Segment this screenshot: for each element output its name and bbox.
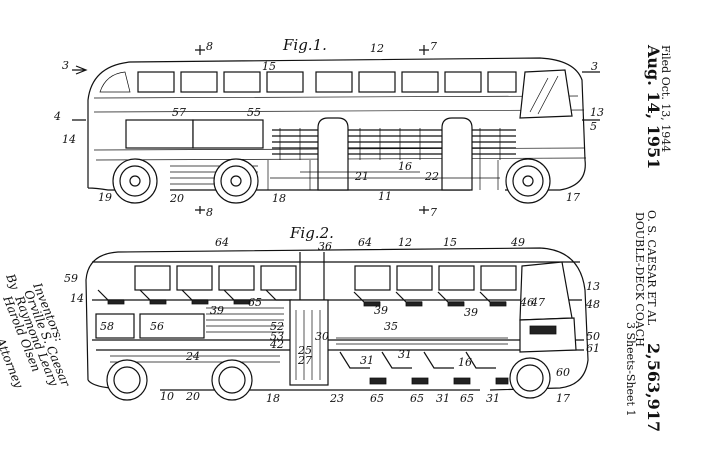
reference-numeral: 31	[436, 392, 450, 405]
fig1-panel-55	[192, 119, 264, 149]
fig1-door-21	[317, 117, 349, 191]
reference-numeral: 31	[486, 392, 500, 405]
fig2-wheels	[106, 357, 551, 401]
reference-numeral: 59	[64, 272, 78, 285]
patent-title: DOUBLE-DECK COACH	[633, 212, 646, 347]
reference-numeral: 30	[315, 330, 329, 343]
reference-numeral: 53	[270, 330, 284, 343]
reference-numeral: 13	[586, 280, 600, 293]
reference-numeral: 23	[329, 392, 344, 405]
reference-numeral: 16	[458, 356, 472, 369]
reference-numeral: 60	[556, 366, 570, 379]
fig1-door-22	[441, 117, 473, 191]
reference-numeral: 61	[586, 342, 600, 355]
reference-numeral: 64	[215, 236, 229, 249]
fig2-upper-windows	[134, 261, 573, 321]
signature-by: By	[3, 271, 22, 292]
reference-numeral: 31	[398, 348, 412, 361]
reference-numeral: 13	[590, 106, 604, 119]
reference-numeral: 25	[297, 344, 312, 357]
fig2-compartment-56	[139, 313, 205, 339]
reference-numeral: 21	[354, 170, 369, 183]
reference-numeral: 52	[270, 320, 284, 333]
inventor-signature: Inventors: Orville S. Caesar Raymond Lea…	[0, 271, 73, 390]
fig2-title: Fig.2.	[289, 224, 334, 242]
reference-numeral: 36	[318, 240, 332, 253]
fig2-lower-seats	[336, 337, 509, 385]
reference-numeral: 16	[398, 160, 412, 173]
reference-numeral: 12	[398, 236, 412, 249]
reference-numeral: 12	[370, 42, 384, 55]
reference-numeral: 39	[210, 304, 224, 317]
fig2-compartment-58	[95, 313, 135, 339]
reference-numeral: 5	[590, 120, 597, 133]
reference-numeral: 65	[410, 392, 424, 405]
reference-numeral: 7	[430, 206, 437, 219]
reference-numeral: 57	[172, 106, 186, 119]
reference-numeral: 20	[169, 192, 184, 205]
fig2-bus-section: Fig.2.	[64, 224, 600, 405]
patent-inventor: O. S. CAESAR ET AL	[645, 210, 658, 326]
patent-date: Aug. 14, 1951	[644, 44, 663, 169]
fig1-title: Fig.1.	[282, 36, 327, 54]
fig1-louvres	[272, 128, 516, 160]
reference-numeral: 35	[384, 320, 398, 333]
reference-numeral: 14	[62, 133, 76, 146]
reference-numeral: 8	[206, 206, 213, 219]
reference-numeral: 18	[266, 392, 280, 405]
reference-numeral: 18	[272, 192, 286, 205]
reference-numeral: 14	[70, 292, 84, 305]
patent-number: 2,563,917	[644, 343, 663, 432]
patent-sheets: 3 Sheets-Sheet 1	[624, 322, 637, 416]
reference-numeral: 3	[591, 60, 598, 73]
reference-numeral: 64	[358, 236, 372, 249]
reference-numeral: 20	[185, 390, 200, 403]
reference-numeral: 50	[586, 330, 600, 343]
reference-numeral: 46	[519, 296, 534, 309]
reference-numeral: 24	[185, 350, 200, 363]
fig1-bus-elevation: Fig.1.	[53, 36, 604, 219]
reference-numeral: 15	[443, 236, 457, 249]
fig2-upper-seats	[97, 289, 507, 307]
reference-numeral: 47	[530, 296, 545, 309]
reference-numeral: 17	[566, 191, 580, 204]
reference-numeral: 58	[100, 320, 114, 333]
fig1-upper-windows	[99, 69, 573, 119]
fig1-panel-57	[125, 119, 194, 149]
reference-numeral: 49	[510, 236, 525, 249]
reference-numeral: 65	[460, 392, 474, 405]
reference-numeral: 42	[269, 338, 284, 351]
fig1-wheels	[112, 158, 551, 204]
reference-numeral: 17	[556, 392, 570, 405]
fig2-body-outline	[85, 247, 589, 391]
reference-numeral: 10	[160, 390, 174, 403]
reference-numeral: 56	[150, 320, 164, 333]
reference-numeral: 7	[430, 40, 437, 53]
reference-numeral: 55	[247, 106, 261, 119]
reference-numeral: 39	[464, 306, 478, 319]
patent-header-side: Aug. 14, 1951 Filed Oct. 13, 1944 O. S. …	[624, 44, 672, 432]
patent-filed: Filed Oct. 13, 1944	[659, 45, 672, 152]
reference-numeral: 48	[585, 298, 600, 311]
reference-numeral: 65	[248, 296, 262, 309]
reference-numeral: 39	[374, 304, 388, 317]
reference-numeral: 65	[370, 392, 384, 405]
reference-numeral: 27	[297, 354, 312, 367]
reference-numeral: 19	[98, 191, 112, 204]
reference-numeral: 4	[53, 110, 61, 123]
reference-numeral: 3	[62, 59, 69, 72]
reference-numeral: 8	[206, 40, 213, 53]
reference-numeral: 11	[378, 190, 392, 203]
reference-numeral: 22	[424, 170, 439, 183]
reference-numeral: 31	[360, 354, 374, 367]
reference-numeral: 15	[262, 60, 276, 73]
